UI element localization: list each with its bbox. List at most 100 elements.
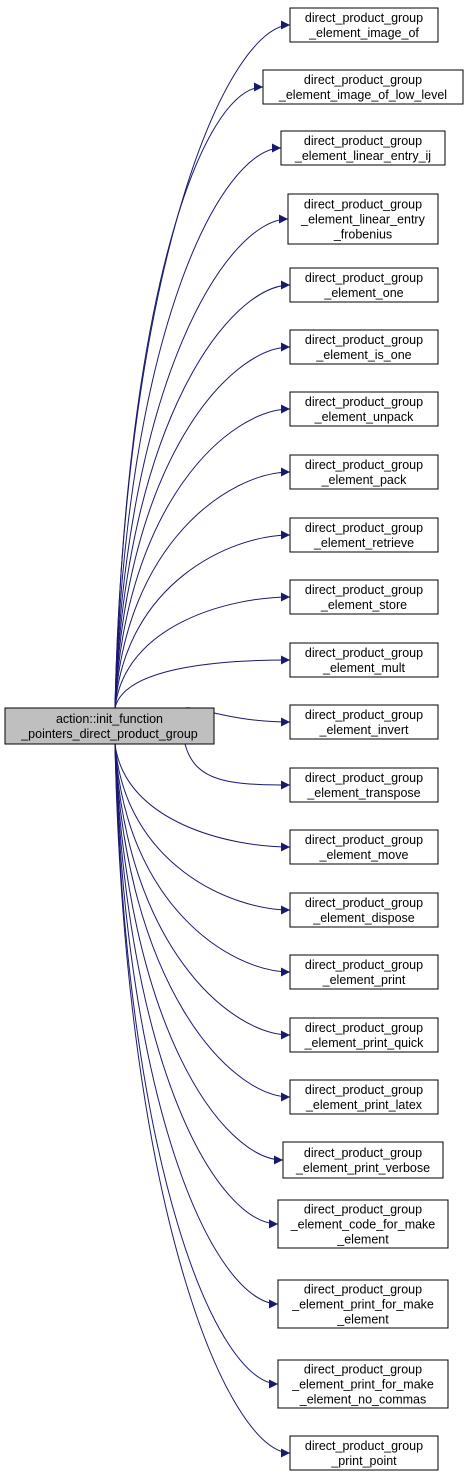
callee-node-label-line: _element_image_of_low_level	[278, 88, 447, 102]
root-function-node[interactable]: action::init_function_pointers_direct_pr…	[4, 707, 215, 745]
callee-node-box	[289, 579, 439, 615]
callee-node-label-line: direct_product_group	[305, 333, 423, 347]
callee-node-label-line: direct_product_group	[305, 1439, 423, 1453]
callee-node-box	[289, 892, 439, 928]
call-edge	[114, 743, 279, 1309]
callee-node-label-line: direct_product_group	[305, 395, 423, 409]
callee-node[interactable]: direct_product_group_element_pack	[289, 454, 439, 490]
call-edge	[114, 280, 291, 709]
callee-node[interactable]: direct_product_group_element_print_for_m…	[277, 1359, 449, 1409]
callee-node-label-line: direct_product_group	[305, 521, 423, 535]
call-edge	[114, 743, 279, 1229]
callee-node-label-line: direct_product_group	[304, 134, 422, 148]
call-edge	[114, 743, 291, 1102]
callee-node-label-line: _element_linear_entry	[300, 213, 425, 227]
callee-node-label-line: _element_print_quick	[304, 1036, 425, 1050]
call-edge	[114, 82, 264, 709]
callee-node-label-line: _element_one	[323, 286, 403, 300]
call-edge	[114, 20, 291, 709]
callee-node-label-line: direct_product_group	[305, 896, 423, 910]
callee-node-box	[287, 193, 439, 245]
callee-node[interactable]: direct_product_group_element_unpack	[289, 391, 439, 427]
callee-node[interactable]: direct_product_group_element_code_for_ma…	[277, 1199, 449, 1249]
callee-node-label-line: _element_transpose	[306, 786, 420, 800]
call-edge	[114, 143, 282, 709]
callee-node-label-line: _element_dispose	[312, 911, 415, 925]
callee-node-box	[289, 391, 439, 427]
callee-node[interactable]: direct_product_group_element_print_latex	[289, 1079, 439, 1115]
callee-node-label-line: _element_retrieve	[313, 536, 414, 550]
call-edge	[114, 743, 291, 977]
callee-node-label-line: _element_pack	[321, 473, 408, 487]
callee-node-label-line: _element_move	[319, 848, 409, 862]
callee-node[interactable]: direct_product_group_element_linear_entr…	[287, 193, 439, 245]
callee-node-box	[289, 454, 439, 490]
callee-node-label-line: direct_product_group	[305, 271, 423, 285]
call-edge	[114, 743, 279, 1389]
callee-node[interactable]: direct_product_group_element_retrieve	[289, 517, 439, 553]
callee-node[interactable]: direct_product_group_element_transpose	[289, 767, 439, 803]
callee-node-box	[289, 1079, 439, 1115]
callee-node[interactable]: direct_product_group_element_image_of	[289, 7, 439, 43]
call-edge	[114, 743, 291, 1458]
callee-node-label-line: _element_store	[320, 598, 407, 612]
call-edge	[114, 342, 291, 709]
callee-node[interactable]: direct_product_group_print_point	[289, 1435, 439, 1471]
callee-node[interactable]: direct_product_group_element_image_of_lo…	[262, 69, 464, 105]
callee-node[interactable]: direct_product_group_element_dispose	[289, 892, 439, 928]
callee-node[interactable]: direct_product_group_element_print_for_m…	[277, 1279, 449, 1329]
callee-node-label-line: _element_print_for_make	[291, 1378, 434, 1392]
callee-node-label-line: _element_print_verbose	[295, 1161, 430, 1175]
callee-node-label-line: _element_no_commas	[299, 1393, 426, 1407]
root-function-node-box	[4, 707, 215, 745]
callee-node[interactable]: direct_product_group_element_invert	[289, 704, 439, 740]
call-edge	[114, 467, 291, 709]
callee-node-label-line: direct_product_group	[304, 1283, 422, 1297]
call-edge	[114, 655, 291, 709]
call-edge	[114, 404, 291, 709]
callee-node-box	[289, 267, 439, 303]
callee-node-label-line: direct_product_group	[304, 198, 422, 212]
callee-node[interactable]: direct_product_group_element_one	[289, 267, 439, 303]
call-edge	[114, 530, 291, 709]
callee-node-label-line: direct_product_group	[305, 958, 423, 972]
callee-node-label-line: direct_product_group	[305, 771, 423, 785]
callee-node[interactable]: direct_product_group_element_move	[289, 829, 439, 865]
callee-node-box	[262, 69, 464, 105]
callee-node-box	[289, 1435, 439, 1471]
callee-node-label-line: _frobenius	[333, 228, 392, 242]
callee-node-label-line: direct_product_group	[305, 458, 423, 472]
callee-node-box	[289, 767, 439, 803]
call-edge	[114, 743, 291, 1040]
call-edge	[114, 743, 291, 915]
callee-node-label-line: direct_product_group	[305, 583, 423, 597]
callee-node-label-line: direct_product_group	[304, 1363, 422, 1377]
callee-node-box	[289, 704, 439, 740]
callee-node-label-line: _element_print_latex	[305, 1098, 423, 1112]
call-edge	[114, 214, 289, 709]
callee-node[interactable]: direct_product_group_element_print_verbo…	[282, 1141, 444, 1179]
callee-node-label-line: _element_linear_entry_ij	[294, 149, 431, 163]
callee-node-label-line: _element_image_of	[308, 26, 419, 40]
callee-node-label-line: direct_product_group	[304, 1146, 422, 1160]
callee-node-box	[277, 1279, 449, 1329]
callee-node-box	[289, 642, 439, 678]
callee-node[interactable]: direct_product_group_element_is_one	[289, 329, 439, 365]
callee-node-label-line: _element	[336, 1233, 389, 1247]
callee-node[interactable]: direct_product_group_element_print	[289, 954, 439, 990]
callee-node-box	[289, 7, 439, 43]
callee-node[interactable]: direct_product_group_element_store	[289, 579, 439, 615]
call-edge	[114, 743, 284, 1165]
callee-node-box	[280, 130, 446, 166]
callee-node-box	[277, 1359, 449, 1409]
callee-node[interactable]: direct_product_group_element_linear_entr…	[280, 130, 446, 166]
callee-node[interactable]: direct_product_group_element_mult	[289, 642, 439, 678]
callee-node-box	[277, 1199, 449, 1249]
callee-node-label-line: direct_product_group	[304, 73, 422, 87]
call-edge	[184, 743, 291, 790]
callee-node[interactable]: direct_product_group_element_print_quick	[289, 1017, 439, 1053]
callee-node-label-line: _element_print	[322, 973, 406, 987]
callee-node-label-line: _element_invert	[319, 723, 409, 737]
callee-node-label-line: _element_is_one	[315, 348, 411, 362]
